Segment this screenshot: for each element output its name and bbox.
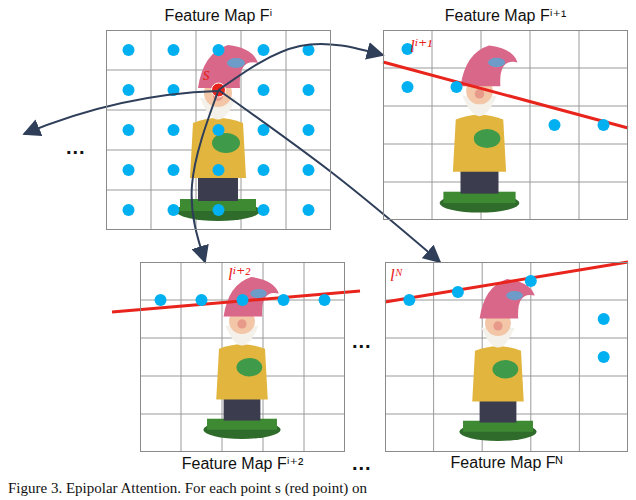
ellipsis: ... xyxy=(66,136,86,159)
epipolar-line xyxy=(383,62,628,128)
feature-map: Feature Map Fᴺ xyxy=(385,262,628,452)
ellipsis: ... xyxy=(352,330,372,353)
ellipsis: ... xyxy=(352,452,372,475)
attention-arrow xyxy=(219,44,384,90)
grid-lines xyxy=(385,262,628,452)
epipolar-line xyxy=(385,262,628,302)
epipolar-line-label: lᴺ xyxy=(390,266,403,286)
feature-map: Feature Map Fⁱ⁺¹ xyxy=(383,30,628,220)
outgoing-arrow xyxy=(24,91,218,134)
epipolar-line-label: lⁱ⁺² xyxy=(228,264,250,285)
feature-map-title: Feature Map Fᴺ xyxy=(451,454,563,472)
figure-caption: Figure 3. Epipolar Attention. For each p… xyxy=(8,480,367,497)
feature-map-title: Feature Map Fⁱ xyxy=(165,6,273,25)
grid-lines xyxy=(383,30,628,220)
point-label: s xyxy=(203,64,210,85)
feature-map: Feature Map Fⁱ xyxy=(106,30,331,230)
feature-map-title: Feature Map Fⁱ⁺¹ xyxy=(445,6,567,25)
gnome-image xyxy=(459,279,536,441)
epipolar-line-label: lⁱ⁺¹ xyxy=(410,36,432,57)
feature-map-title: Feature Map Fⁱ⁺² xyxy=(182,454,304,473)
feature-map: Feature Map Fⁱ⁺² xyxy=(140,262,345,452)
grid-lines xyxy=(140,262,345,452)
grid-lines xyxy=(106,30,331,230)
attention-arrow xyxy=(219,90,441,262)
epipolar-line xyxy=(112,291,360,312)
sample-points xyxy=(106,30,331,230)
gnome-image xyxy=(203,277,280,439)
gnome-image xyxy=(440,45,520,212)
attention-arrow xyxy=(192,90,219,262)
